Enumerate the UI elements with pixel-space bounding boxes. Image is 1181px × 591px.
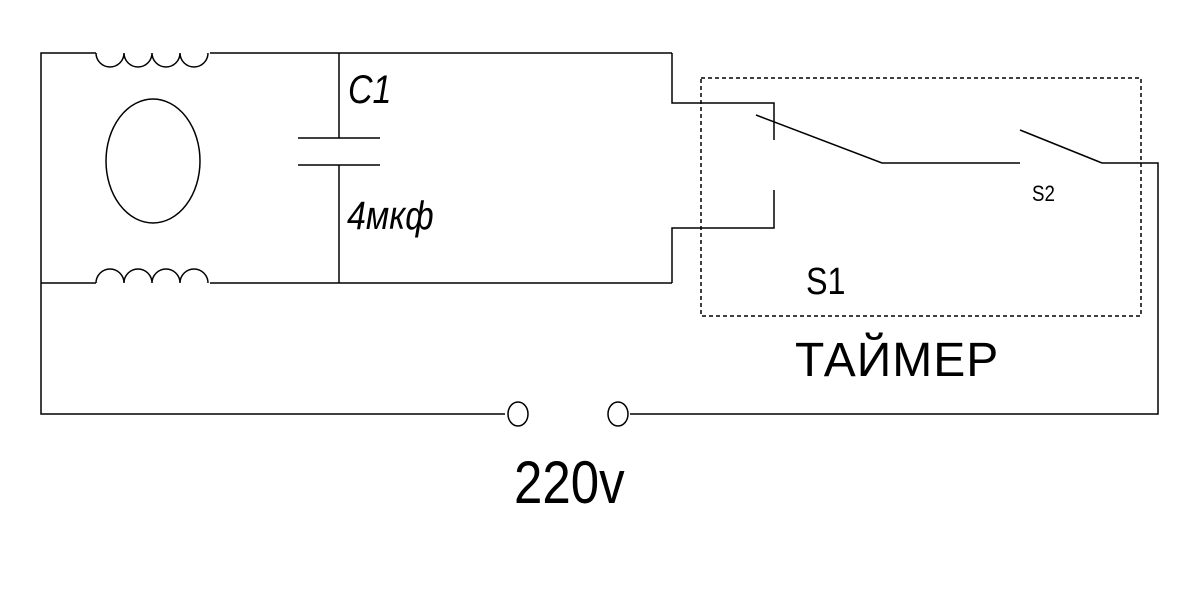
motor-rotor — [105, 98, 201, 224]
timer-enclosure — [700, 77, 1142, 317]
capacitor-name-label: C1 — [348, 68, 392, 112]
top-winding-coil — [95, 52, 209, 68]
timer-label: ТАЙМЕР — [795, 334, 1000, 387]
supply-terminal-right — [607, 401, 629, 427]
supply-voltage-label: 220v — [514, 449, 625, 516]
bottom-winding-coil — [95, 268, 209, 284]
motor-loop-wires — [40, 52, 672, 415]
capacitor-c1 — [298, 53, 380, 283]
capacitor-value-label: 4мкф — [347, 194, 434, 238]
switch-s1-label: S1 — [806, 261, 846, 303]
switch-s2-label: S2 — [1032, 181, 1055, 206]
switch-s2 — [630, 129, 1159, 415]
switch-s1 — [671, 53, 1020, 283]
supply-terminal-left — [507, 401, 529, 427]
